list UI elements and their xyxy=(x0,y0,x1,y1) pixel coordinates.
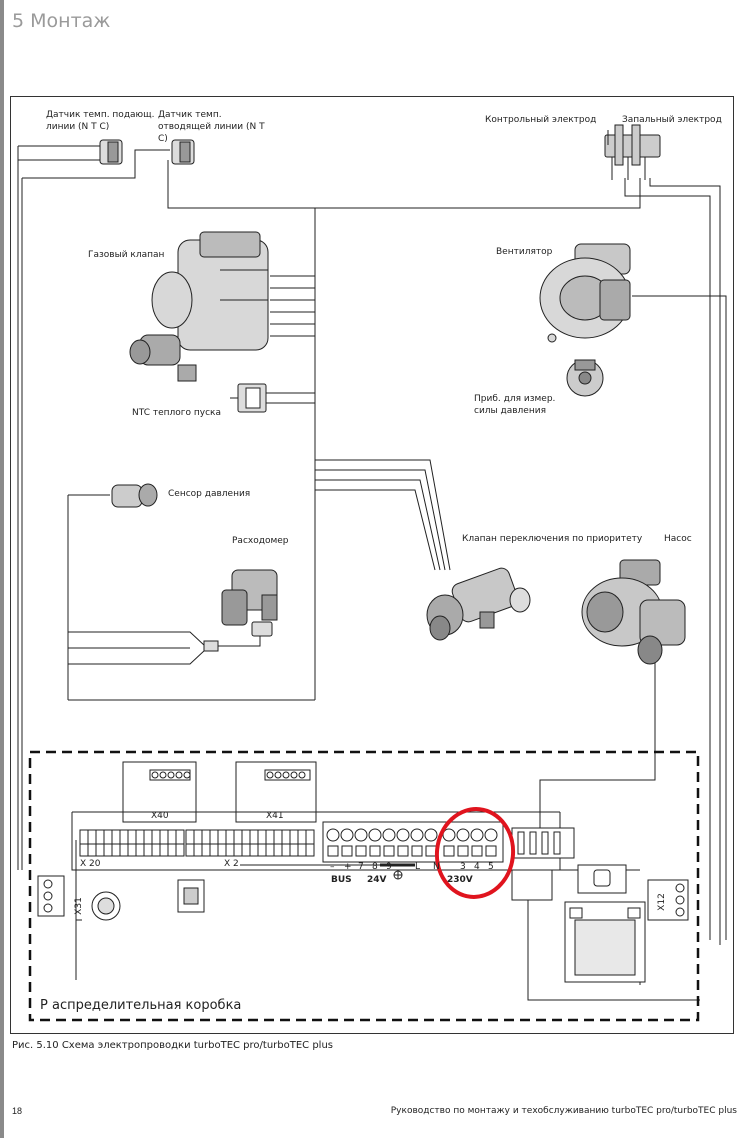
connector-x2-pins xyxy=(185,829,315,857)
pump-icon xyxy=(581,559,686,665)
label-group-bus: BUS xyxy=(331,875,352,885)
ntc-return-icon xyxy=(171,139,195,165)
terminal-label: 7 xyxy=(358,862,364,872)
highlight-230v-circle xyxy=(434,807,516,899)
label-x20: X 20 xyxy=(80,859,101,869)
terminal-label: L xyxy=(415,862,421,872)
pressure-device-icon xyxy=(566,359,604,397)
label-x31: X31 xyxy=(73,897,84,915)
terminal-label: + xyxy=(344,862,352,872)
gas-valve-icon xyxy=(129,231,269,382)
electrodes-icon xyxy=(604,124,661,180)
terminal-label: N xyxy=(433,862,440,872)
label-x41: X41 xyxy=(266,811,284,821)
connector-x31-block xyxy=(37,875,205,921)
label-ignition-electrode: Запальный электрод xyxy=(622,115,722,125)
label-x40: X40 xyxy=(151,811,169,821)
figure-caption: Рис. 5.10 Схема электропроводки turboTEC… xyxy=(12,1040,333,1051)
distribution-box-label: Р аспределительная коробка xyxy=(40,998,242,1013)
label-sensor-return: Датчик темп. отводящей линии (N T C) xyxy=(158,110,265,144)
label-x12: X12 xyxy=(656,893,667,911)
fan-icon xyxy=(539,243,631,343)
label-sensor-supply: Датчик темп. подающ. линии (N T C) xyxy=(46,110,155,132)
section-title: 5 Монтаж xyxy=(12,10,111,32)
connector-x12-block xyxy=(647,879,689,921)
pressure-sensor-icon xyxy=(111,483,158,508)
terminal-label: 5 xyxy=(488,862,494,872)
ntc-warm-start-icon xyxy=(230,383,267,413)
diagram-frame xyxy=(10,96,734,1034)
label-gas-valve: Газовый клапан xyxy=(88,250,165,260)
terminal-label: 3 xyxy=(460,862,466,872)
flowmeter-icon xyxy=(203,569,278,652)
page-gutter xyxy=(0,0,4,1138)
label-pressure-sensor: Сенсор давления xyxy=(168,489,251,499)
terminal-label: 9 xyxy=(386,862,392,872)
label-x2: X 2 xyxy=(224,859,239,869)
label-group-24v: 24V xyxy=(367,875,387,885)
ground-icon xyxy=(380,863,415,880)
transformer-block xyxy=(564,901,646,983)
connector-x20-pins xyxy=(79,829,185,857)
relay-connector xyxy=(511,827,627,901)
label-group-230v: 230V xyxy=(447,875,473,885)
label-flowmeter: Расходомер xyxy=(232,536,289,546)
screw-terminals xyxy=(322,821,504,863)
terminal-label: 4 xyxy=(474,862,480,872)
label-pump: Насос xyxy=(664,534,692,544)
terminal-label: 8 xyxy=(372,862,378,872)
priority-valve-icon xyxy=(426,567,531,641)
page-number: 18 xyxy=(12,1106,23,1116)
ntc-supply-icon xyxy=(99,139,123,165)
label-fan: Вентилятор xyxy=(496,247,553,257)
label-ntc-warm-start: NTC теплого пуска xyxy=(132,408,221,418)
label-control-electrode: Контрольный электрод xyxy=(485,115,597,125)
manual-title: Руководство по монтажу и техобслуживанию… xyxy=(390,1106,737,1116)
label-priority-valve: Клапан переключения по приоритету xyxy=(462,534,643,544)
label-pressure-device: Приб. для измер. силы давления xyxy=(474,394,556,416)
terminal-label: – xyxy=(330,862,335,872)
